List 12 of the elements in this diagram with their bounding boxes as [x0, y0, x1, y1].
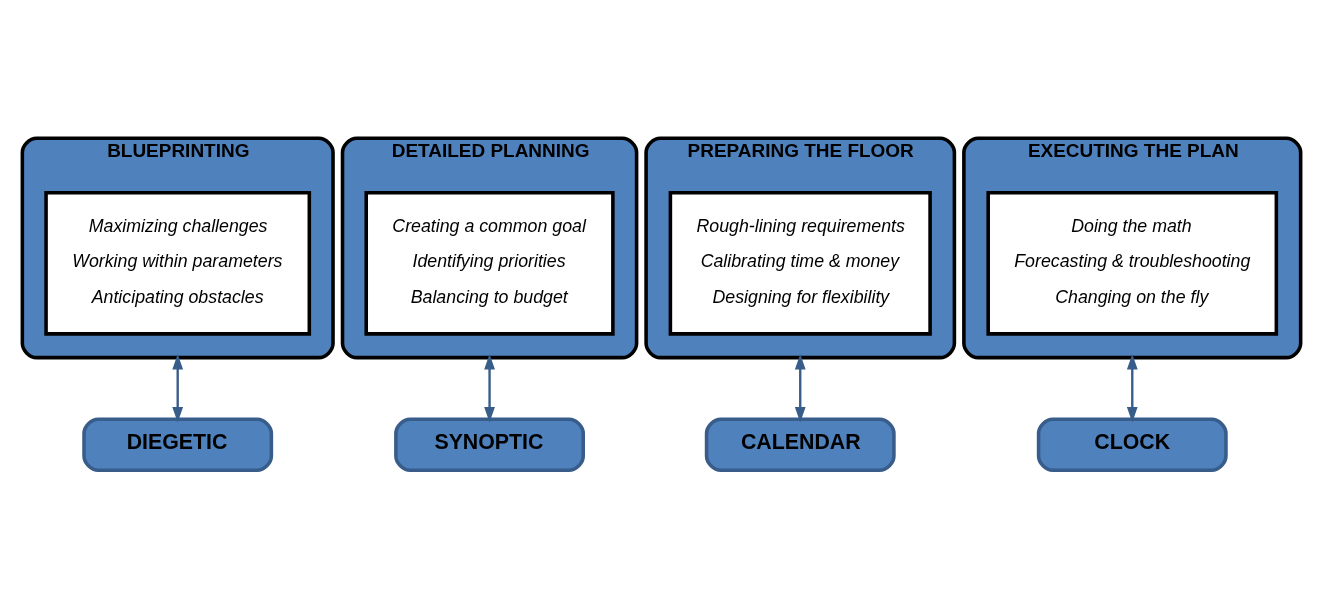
arrow	[172, 354, 184, 423]
node-box: Maximizing challenges Working within parameters Anticipating obstacles	[44, 191, 312, 336]
arrow	[794, 354, 806, 423]
arrow	[1126, 354, 1138, 423]
node-box: Rough-lining requirements Calibrating time & money Designing for flexibility	[668, 191, 932, 336]
node-box: CLOCK	[1036, 417, 1228, 473]
node-box: SYNOPTIC	[394, 417, 585, 473]
node-box: DIEGETIC	[82, 417, 274, 473]
arrow	[484, 354, 495, 423]
node-box: Doing the math Forecasting & troubleshooting Changing on the fly	[986, 191, 1279, 336]
node-box: CALENDAR	[704, 417, 896, 473]
node-box: Creating a common goal Identifying priorities Balancing to budget	[364, 191, 615, 336]
